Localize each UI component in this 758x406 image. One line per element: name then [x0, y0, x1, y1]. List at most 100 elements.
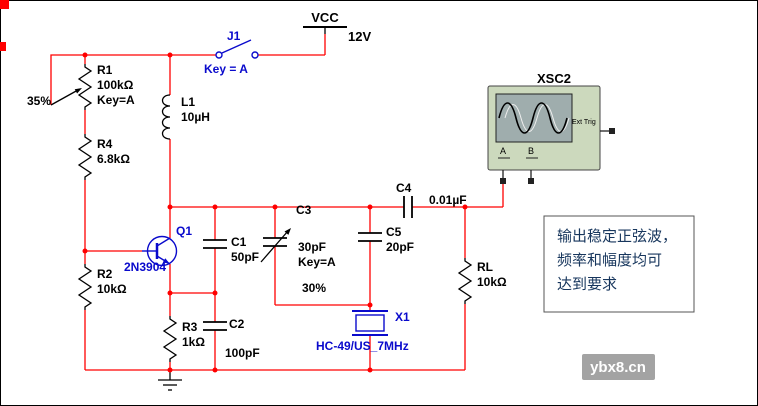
- resistor-r3[interactable]: R3 1kΩ: [162, 316, 205, 362]
- r3-body: [162, 316, 178, 362]
- wires: [50, 34, 504, 371]
- r2-value: 10kΩ: [97, 282, 127, 296]
- c4-ref: C4: [396, 181, 412, 195]
- l1-coil: [161, 94, 171, 140]
- junction-dots: [82, 52, 468, 373]
- watermark-text: ybx8.cn: [590, 359, 646, 376]
- wire-top-rail-left: [50, 54, 216, 105]
- c3-arrowhead: [284, 228, 291, 235]
- r4-ref: R4: [97, 137, 113, 151]
- junction-dot: [462, 204, 468, 210]
- rl-ref: RL: [477, 260, 493, 274]
- junction-dot: [167, 52, 173, 58]
- switch-terminal-left: [215, 51, 223, 59]
- vcc-value: 12V: [348, 29, 371, 44]
- c1-value: 50pF: [231, 250, 259, 264]
- vcc-label: VCC: [311, 10, 339, 25]
- c3-setting: 30%: [302, 281, 326, 295]
- c3-arrow: [260, 230, 289, 263]
- inductor-l1[interactable]: L1 10µH: [161, 94, 210, 140]
- rl-body: [457, 258, 473, 304]
- junction-dot: [212, 204, 218, 210]
- c3-ref: C3: [296, 203, 312, 217]
- junction-dot: [212, 290, 218, 296]
- watermark-bg: [582, 354, 655, 380]
- resistor-r4[interactable]: R4 6.8kΩ: [77, 134, 130, 180]
- potentiometer-r1[interactable]: R1 100kΩ Key=A 35%: [27, 63, 135, 110]
- variable-capacitor-c3[interactable]: C3 30pF Key=A 30%: [260, 203, 336, 295]
- junction-dot: [167, 290, 173, 296]
- q1-ref: Q1: [176, 224, 192, 238]
- r1-setting: 35%: [27, 94, 51, 108]
- junction-dot: [367, 302, 373, 308]
- x1-body: [355, 314, 385, 332]
- r1-value: 100kΩ: [97, 78, 134, 92]
- junction-dot: [367, 367, 373, 373]
- crystal-x1[interactable]: X1 HC-49/US_7MHz: [316, 310, 410, 353]
- ground-symbol[interactable]: [158, 370, 182, 391]
- junction-dot: [212, 367, 218, 373]
- capacitor-c1[interactable]: C1 50pF: [203, 235, 259, 264]
- c2-value: 100pF: [225, 346, 260, 360]
- r1-ref: R1: [97, 63, 113, 77]
- r3-value: 1kΩ: [182, 335, 205, 349]
- x1-model: HC-49/US_7MHz: [316, 339, 409, 353]
- junction-dot: [367, 204, 373, 210]
- junction-dot: [167, 367, 173, 373]
- sine-wave-trace-a: [498, 102, 568, 134]
- sine-wave-trace-b: [504, 104, 570, 132]
- q1-model: 2N3904: [124, 260, 166, 274]
- rl-value: 10kΩ: [477, 275, 507, 289]
- note-line-1: 输出稳定正弦波，: [557, 228, 677, 245]
- r2-body: [77, 264, 93, 310]
- l1-ref: L1: [181, 95, 195, 109]
- c1-ref: C1: [231, 235, 247, 249]
- c2-ref: C2: [229, 317, 245, 331]
- channel-a-label: A: [500, 146, 506, 156]
- note-line-3: 达到要求: [557, 276, 617, 293]
- switch-j1[interactable]: J1 Key = A: [204, 29, 259, 76]
- scope-screen: [495, 93, 573, 143]
- resistor-rl[interactable]: RL 10kΩ: [457, 258, 507, 304]
- r4-body: [77, 134, 93, 180]
- r4-value: 6.8kΩ: [97, 152, 130, 166]
- vcc-source[interactable]: VCC 12V: [303, 10, 371, 44]
- c5-ref: C5: [386, 225, 402, 239]
- q1-emitter-arrow: [162, 258, 170, 264]
- r1-wiper-arrow: [50, 89, 79, 106]
- artifact-corner: [0, 0, 9, 9]
- j1-ref: J1: [227, 29, 241, 43]
- ext-trig-label: Ext Trig: [572, 119, 596, 126]
- r3-ref: R3: [182, 320, 198, 334]
- x1-ref: X1: [395, 310, 410, 324]
- channel-b-label: B: [528, 146, 534, 156]
- capacitor-c4[interactable]: C4 0.01µF: [396, 181, 467, 218]
- r1-key: Key=A: [97, 93, 135, 107]
- r1-body: [77, 64, 93, 110]
- q1-collector-lead: [156, 237, 171, 247]
- watermark: ybx8.cn: [582, 354, 655, 380]
- c3-key: Key=A: [298, 255, 336, 269]
- capacitor-c2[interactable]: C2 100pF: [203, 317, 260, 360]
- annotation-note[interactable]: 输出稳定正弦波， 频率和幅度均可 达到要求: [543, 215, 695, 313]
- resistor-r2[interactable]: R2 10kΩ: [77, 264, 127, 310]
- transistor-q1[interactable]: Q1 2N3904: [124, 224, 192, 274]
- switch-terminal-right: [251, 51, 259, 59]
- junction-dot: [167, 204, 173, 210]
- switch-lever: [221, 39, 252, 54]
- r2-ref: R2: [97, 267, 113, 281]
- note-line-2: 频率和幅度均可: [557, 252, 662, 269]
- terminal-ext-trig[interactable]: [609, 128, 615, 134]
- junction-dot: [82, 52, 88, 58]
- c4-value: 0.01µF: [429, 193, 467, 207]
- terminal-a[interactable]: [500, 178, 506, 184]
- capacitor-c5[interactable]: C5 20pF: [358, 225, 414, 254]
- c3-value: 30pF: [298, 240, 326, 254]
- xsc2-label: XSC2: [537, 71, 571, 86]
- oscilloscope-xsc2[interactable]: XSC2 Ext Trig A B: [487, 71, 615, 184]
- r1-wiper-arrowhead: [74, 88, 82, 94]
- terminal-b[interactable]: [528, 178, 534, 184]
- j1-key: Key = A: [204, 62, 248, 76]
